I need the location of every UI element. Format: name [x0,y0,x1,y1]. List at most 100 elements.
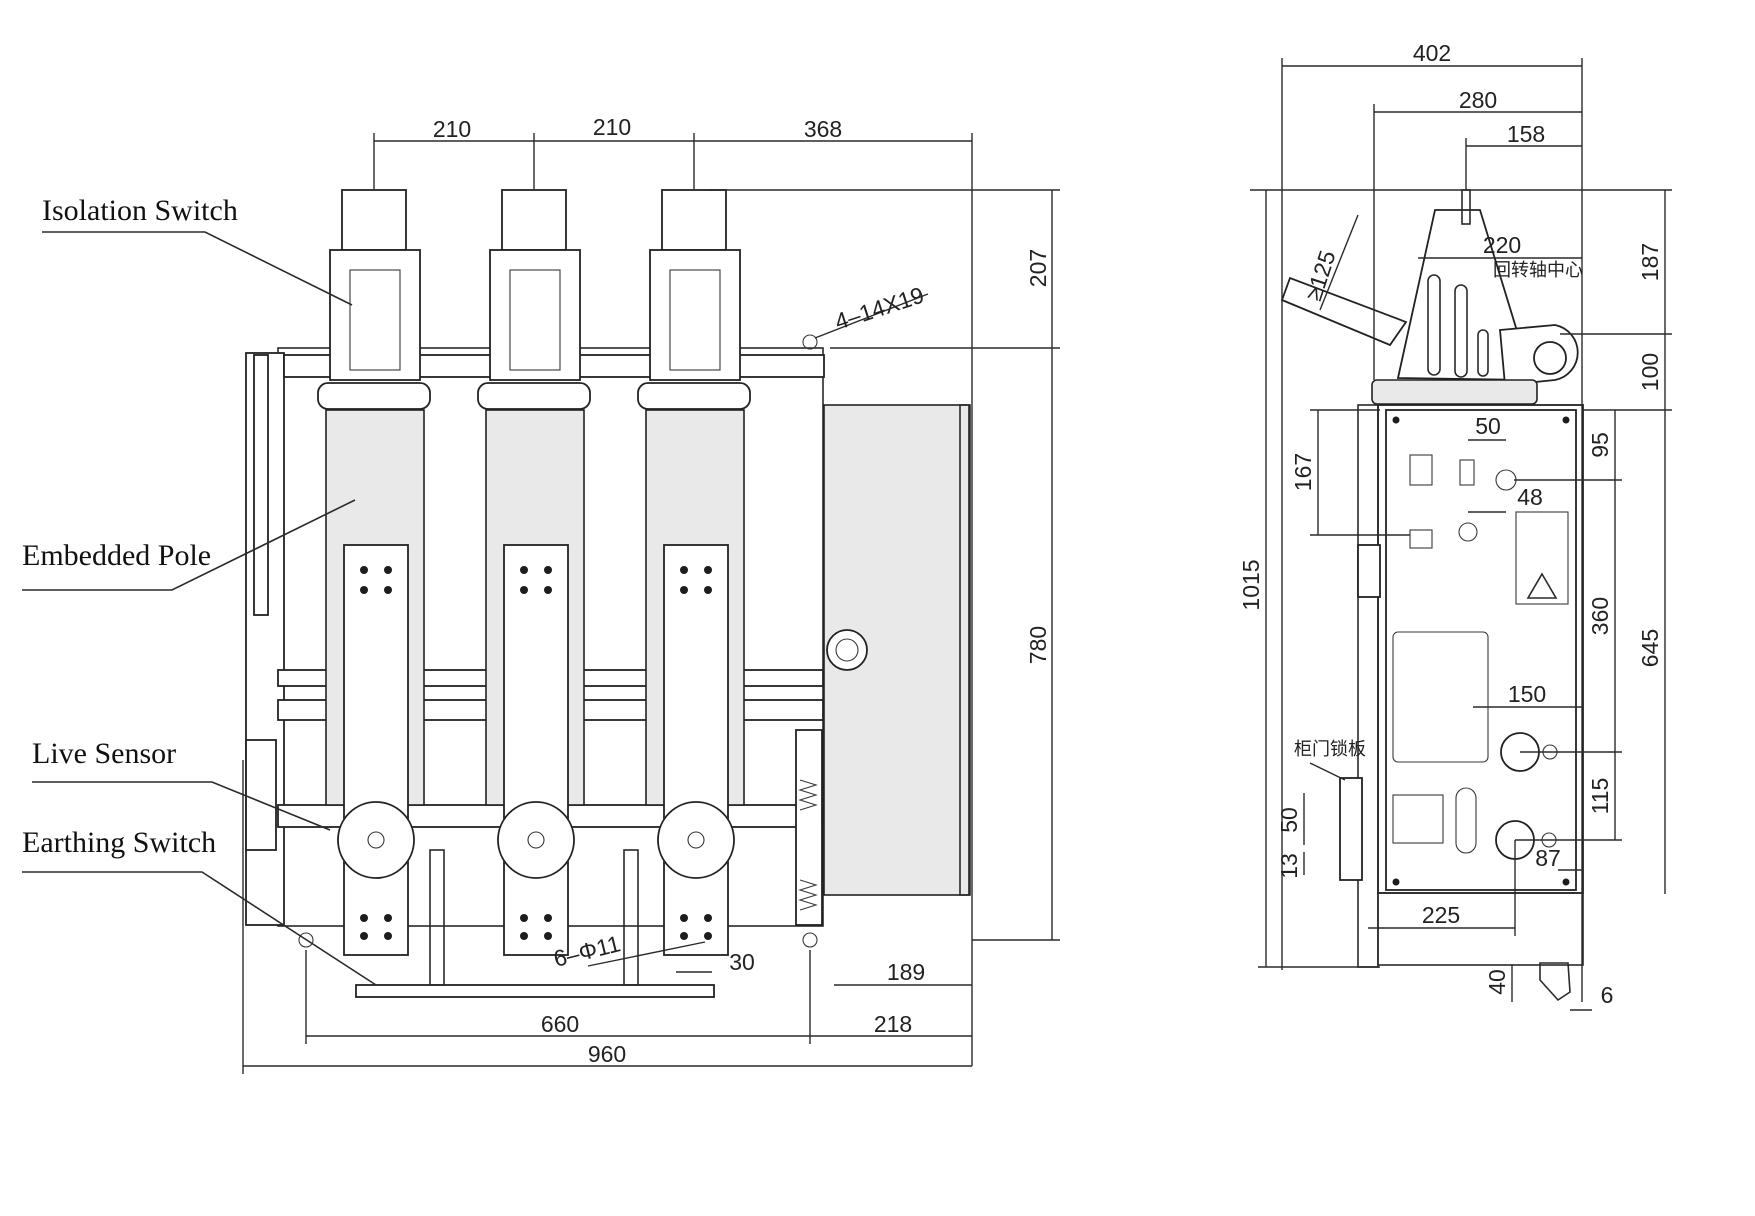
warning-triangle-icon [1526,572,1558,599]
bolt [704,932,712,940]
label-isolation-switch: Isolation Switch [42,194,238,227]
dim-total-width: 960 [588,1041,626,1067]
bolt [384,566,392,574]
screw [1562,416,1570,424]
leader-live-sensor [32,781,331,831]
label-live-sensor: Live Sensor [32,737,176,770]
bolt [520,914,528,922]
busbar [663,544,729,956]
bolt [680,914,688,922]
indicator-window-1 [1409,454,1433,486]
control-panel [1385,409,1577,891]
insulator-ring [317,382,431,410]
dim-foot-6: 6 [1601,982,1614,1008]
bolt [704,914,712,922]
bolt [704,586,712,594]
dim-right-offset: 368 [804,116,842,142]
bolt [544,586,552,594]
slot-3 [1477,329,1489,377]
dim-arm-to-center: 220 [1483,232,1521,258]
indicator-window-2 [1459,459,1475,486]
dim-hinge-height: 100 [1637,353,1663,391]
sensor-center [687,831,705,849]
left-linkage [245,739,277,851]
wheel-hole-left [298,932,314,948]
leader-mount-holes [814,293,929,339]
bolt [384,914,392,922]
slot-1 [1427,274,1441,376]
dim-panel-95: 95 [1587,432,1613,458]
right-bracket [795,729,823,926]
screw [1392,878,1400,886]
warning-label [1515,511,1569,605]
screw [1392,416,1400,424]
dim-bottom-87: 87 [1535,845,1561,871]
side-rail-clamp [1357,544,1381,598]
bolt [704,566,712,574]
sensor-center [367,831,385,849]
left-rod [253,354,269,616]
dim-pitch-2: 210 [593,114,631,140]
earthing-support-left [429,849,445,986]
bolt [544,914,552,922]
dim-bottom-225: 225 [1422,902,1460,928]
spring-lower [798,879,818,911]
dim-wheel-span: 660 [541,1011,579,1037]
pole-1 [317,189,431,956]
busbar [343,544,409,956]
dim-lock-13: 13 [1276,853,1302,879]
dim-total-depth: 402 [1413,40,1451,66]
bolt [360,566,368,574]
mount-hole-right [802,334,818,350]
info-label [1392,794,1444,844]
wheel-hole-right [802,932,818,948]
isolation-switch-body [489,249,581,381]
earthing-support-right [623,849,639,986]
label-door-lock-plate: 柜门锁板 [1294,739,1366,760]
operating-shaft-inner [835,638,859,662]
side-rail [1357,404,1379,968]
pole-3 [637,189,751,956]
operating-arm [1280,276,1408,347]
leader-earthing-switch [22,871,377,986]
bolt [520,586,528,594]
label-embedded-pole: Embedded Pole [22,539,211,572]
pole-top-terminal [341,189,407,251]
mechanism-box-edge [959,404,971,896]
live-sensor-ring [337,801,415,879]
keyhole-slot [1455,787,1477,854]
dim-panel-upper: 167 [1290,453,1316,491]
operating-shaft [826,629,868,671]
bolt [360,586,368,594]
insulator-ring [637,382,751,410]
insulator-ring [477,382,591,410]
dim-top-height: 207 [1025,249,1051,287]
spring-upper [798,779,818,811]
label-earthing-switch: Earthing Switch [22,826,216,859]
bolt [520,932,528,940]
isolation-switch-contacts [669,269,721,371]
dim-line-125 [1319,214,1359,311]
slot-2 [1454,284,1468,378]
door-lock-plate [1339,777,1363,881]
dim-upper-depth: 280 [1459,87,1497,113]
pole-top-terminal [661,189,727,251]
dim-lock-50: 50 [1276,807,1302,833]
dim-panel-48: 48 [1517,484,1543,510]
bolt [544,932,552,940]
energy-button [1458,522,1478,542]
isolation-switch-body [649,249,741,381]
foot-bracket [1539,962,1571,1002]
busbar [503,544,569,956]
isolation-switch-contacts [349,269,401,371]
isolation-switch-body [329,249,421,381]
leader-isolation-switch [42,231,353,306]
screw [1562,878,1570,886]
bolt [384,586,392,594]
dim-top-height-side: 187 [1637,243,1663,281]
counter [1409,529,1433,549]
leader-bolt-holes [587,941,706,967]
dim-hole-spacing: 30 [729,949,755,975]
bolt [680,566,688,574]
bolt [360,914,368,922]
